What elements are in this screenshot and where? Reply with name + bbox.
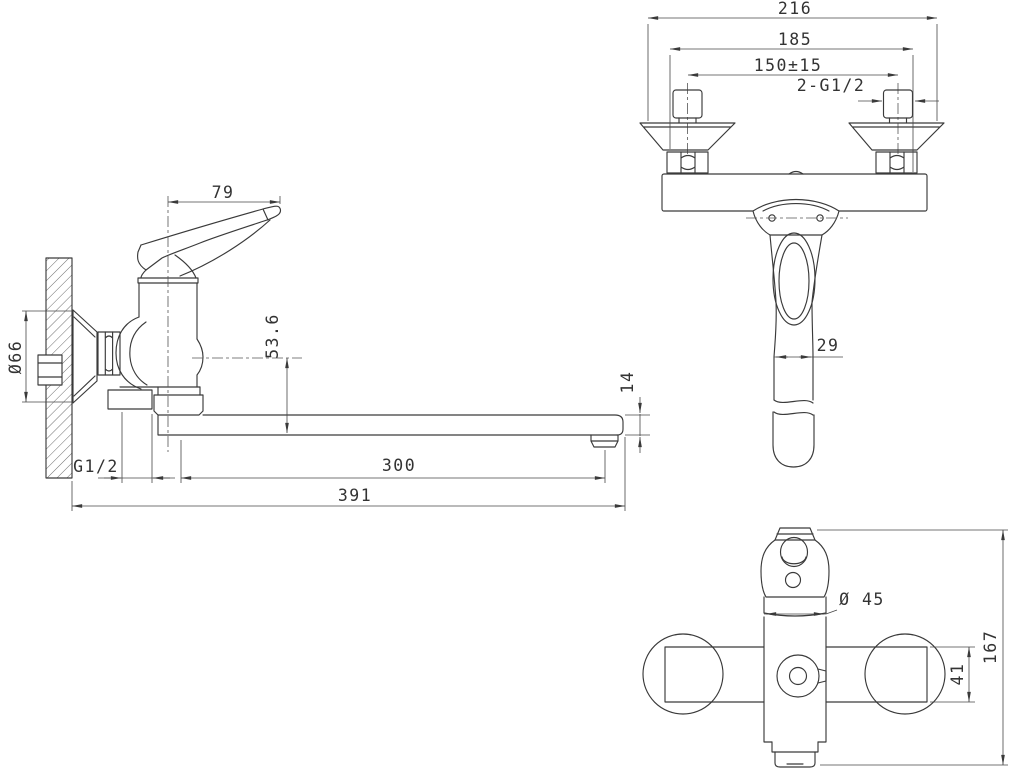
dim-spout-tube-height: 14 xyxy=(618,371,637,394)
aerator xyxy=(590,434,619,448)
dim-handle-length: 79 xyxy=(212,183,235,202)
lever-handle-front xyxy=(769,232,823,468)
dim-inlet-threads: 2-G1/2 xyxy=(797,76,866,95)
dim-inlet-centers: 150±15 xyxy=(754,56,823,75)
shower-outlet xyxy=(771,741,819,768)
inlet-hex-nut xyxy=(97,331,121,376)
spout-collar xyxy=(153,386,204,416)
diverter-knob xyxy=(776,654,827,698)
dim-spout-reach: 300 xyxy=(382,456,416,475)
bottom-view-dimensions: Ø 45 41 167 xyxy=(764,529,1008,766)
bottom-view: Ø 45 41 167 xyxy=(642,527,1008,768)
left-flange-circle xyxy=(642,633,724,715)
dim-outlet-thread: G1/2 xyxy=(73,457,119,476)
side-view: 79 Ø66 53.6 14 G1/2 300 391 xyxy=(6,183,650,511)
dim-overall-height: 167 xyxy=(981,630,1000,664)
dim-body-depth: 41 xyxy=(948,663,967,686)
break-symbol xyxy=(773,399,814,416)
handle-dome xyxy=(746,198,848,236)
right-flange-circle xyxy=(864,633,946,715)
lever-handle-side xyxy=(136,205,282,279)
dim-overall-width: 216 xyxy=(778,0,812,18)
dim-handle-width: 29 xyxy=(817,336,840,355)
swivel-spout xyxy=(157,414,624,448)
hose-outlet-nut xyxy=(107,389,153,410)
inlet-connectors xyxy=(672,89,914,124)
wall-escutcheons xyxy=(639,122,945,151)
dim-body-diameter: Ø 45 xyxy=(839,590,885,609)
supply-pipe xyxy=(37,354,63,386)
connection-arms xyxy=(664,646,928,703)
mixer-body xyxy=(115,277,204,390)
handle-bottom xyxy=(760,527,830,598)
front-view-dimensions: 216 185 150±15 2-G1/2 29 xyxy=(647,0,939,359)
wall-flange xyxy=(72,309,98,404)
dim-flange-diameter: Ø66 xyxy=(6,340,25,374)
dim-overall-reach: 391 xyxy=(338,486,372,505)
dim-escutcheon-span: 185 xyxy=(778,30,812,49)
body-column xyxy=(763,596,827,743)
mounting-nuts xyxy=(666,151,918,174)
front-view: 216 185 150±15 2-G1/2 29 xyxy=(639,0,945,468)
side-view-dimensions: 79 Ø66 53.6 14 G1/2 300 391 xyxy=(6,183,650,511)
dim-spout-drop: 53.6 xyxy=(263,313,282,359)
inlet-centerlines xyxy=(687,83,899,156)
